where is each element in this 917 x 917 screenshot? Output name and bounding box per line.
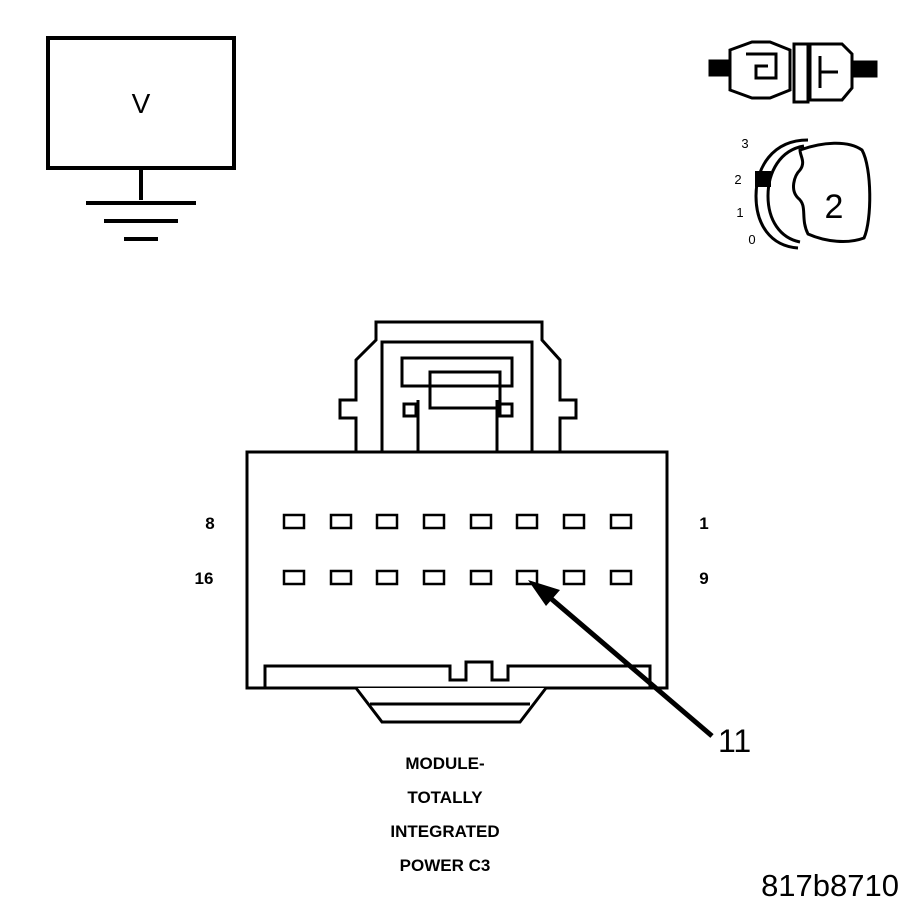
ignition-position-2: 2 xyxy=(734,172,741,187)
caption-line-2: TOTALLY xyxy=(407,788,483,807)
caption-line-3: INTEGRATED xyxy=(390,822,500,841)
pin-row-2 xyxy=(282,569,633,586)
pin-cavity xyxy=(282,569,306,586)
ignition-position-1: 1 xyxy=(736,205,743,220)
pin-label-16: 16 xyxy=(195,569,214,588)
pin-cavity xyxy=(469,513,493,530)
ignition-key-icon: 3 2 1 0 2 xyxy=(734,136,872,250)
pin-row-1 xyxy=(282,513,633,530)
pin-cavity xyxy=(375,513,399,530)
callout-pin-number: 11 xyxy=(718,723,751,759)
pin-cavity xyxy=(329,513,353,530)
ground-icon xyxy=(86,168,196,241)
ignition-position-marker xyxy=(755,171,771,187)
pin-cavity xyxy=(609,569,633,586)
connector-body xyxy=(245,450,669,690)
pin-cavity xyxy=(422,569,446,586)
voltmeter-box xyxy=(46,36,236,170)
pin-cavity-11 xyxy=(515,569,539,586)
pin-cavity xyxy=(562,513,586,530)
ignition-position-3: 3 xyxy=(741,136,748,151)
pin-cavity xyxy=(562,569,586,586)
voltmeter-symbol: V xyxy=(46,36,236,241)
disconnected-connector-icon xyxy=(708,40,878,104)
ignition-position-0: 0 xyxy=(748,232,755,247)
caption-line-4: POWER C3 xyxy=(399,856,491,875)
pin-label-8: 8 xyxy=(205,514,214,533)
pin-label-1: 1 xyxy=(699,514,708,533)
pin-label-9: 9 xyxy=(699,569,708,588)
figure-code: 817b8710 xyxy=(761,868,899,903)
pin-cavity xyxy=(282,513,306,530)
pin-cavity xyxy=(422,513,446,530)
pin-cavity xyxy=(375,569,399,586)
pin-cavity xyxy=(609,513,633,530)
ignition-selected-position: 2 xyxy=(825,188,844,226)
pin-cavity xyxy=(515,513,539,530)
caption-line-1: MODULE- xyxy=(405,754,485,773)
pin-cavity xyxy=(329,569,353,586)
connector-c3 xyxy=(245,320,669,724)
voltmeter-label: V xyxy=(132,88,151,119)
pin-cavity xyxy=(469,569,493,586)
callout-arrow xyxy=(528,580,714,738)
